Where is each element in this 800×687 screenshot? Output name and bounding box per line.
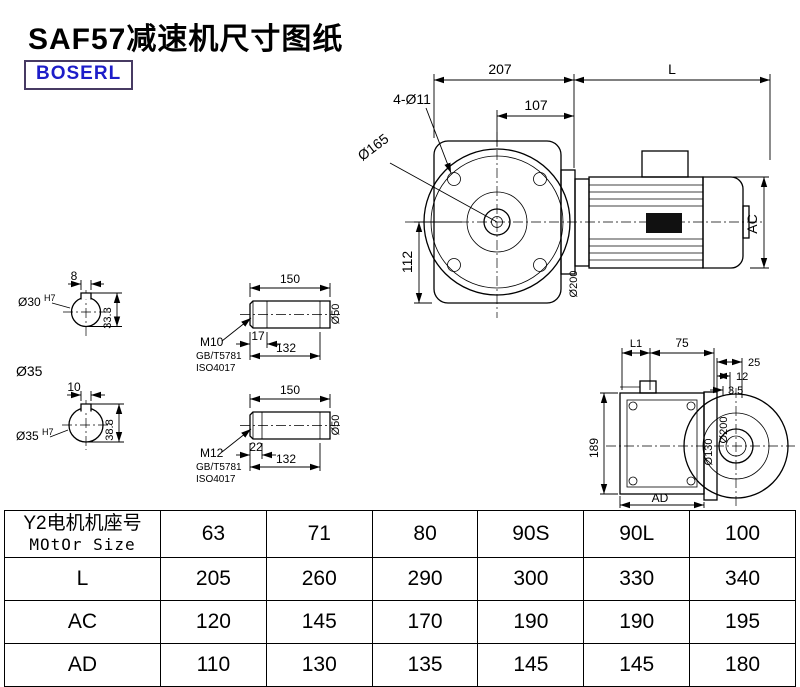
dim-L1: L1 (630, 338, 642, 350)
bore-section-bottom: 10 Ø35 H7 38.8 (16, 380, 124, 450)
table-cell: 180 (689, 643, 796, 687)
dim-3-5: 3.5 (728, 385, 743, 397)
bore30-label: Ø30 (18, 295, 41, 309)
front-view-dims: 207 L 107 4-Ø11 Ø165 112 AC Ø200 (354, 61, 771, 304)
table-row: L 205 260 290 300 330 340 (4, 557, 796, 601)
motor-nameplate (646, 213, 682, 233)
bore35-tolerance: H7 (42, 427, 54, 437)
header-label-en: MOtOr Size (29, 535, 136, 554)
table-cell: 145 (477, 643, 585, 687)
flange-bolt-hole (533, 172, 547, 186)
table-cell: 90S (477, 510, 585, 558)
side-view-dims: L1 75 25 12 3.5 189 Ø130 Ø200 AD (587, 336, 760, 509)
dia50-top-label: Ø50 (330, 304, 342, 325)
bore35-label: Ø35 (16, 429, 39, 443)
dim-22: 22 (249, 440, 263, 454)
table-cell: 135 (371, 643, 479, 687)
table-cell: 340 (689, 557, 796, 601)
dim-keyway-10: 10 (67, 380, 81, 394)
page-title: SAF57减速机尺寸图纸 (28, 23, 344, 56)
table-cell: 145 (265, 600, 373, 644)
dim-112: 112 (399, 251, 415, 274)
thread-m12-label: M12 (200, 446, 224, 460)
dia200-side-label: Ø200 (718, 417, 730, 444)
dim-33-3: 33.3 (102, 307, 114, 328)
standard-iso-bottom: ISO4017 (196, 474, 236, 485)
table-row: AC 120 145 170 190 190 195 (4, 600, 796, 644)
dim-keyway-8: 8 (71, 269, 78, 283)
table-cell: 190 (477, 600, 585, 644)
dim-75: 75 (675, 336, 689, 350)
dim-150-bottom: 150 (280, 383, 300, 397)
dim-17: 17 (251, 329, 265, 343)
thread-m10-label: M10 (200, 335, 224, 349)
row-label-AC: AC (4, 600, 161, 644)
standard-gb-top: GB/T5781 (196, 351, 242, 362)
table-cell: 80 (371, 510, 479, 558)
dim-12: 12 (736, 371, 748, 383)
flange-od-label: Ø200 (568, 271, 580, 298)
dim-AC: AC (744, 214, 760, 233)
table-cell: 63 (160, 510, 267, 558)
motor-size-table: Y2电机机座号 MOtOr Size 63 71 80 90S 90L 100 … (4, 510, 796, 687)
fan-cowl (702, 176, 744, 269)
dia50-bottom-label: Ø50 (330, 415, 342, 436)
header-label-cell: Y2电机机座号 MOtOr Size (4, 510, 161, 558)
table-header-row: Y2电机机座号 MOtOr Size 63 71 80 90S 90L 100 (4, 510, 796, 558)
row-label-AD: AD (4, 643, 161, 687)
vent-plug (639, 380, 657, 394)
dia130-label: Ø130 (703, 439, 715, 466)
dim-38-8: 38.8 (104, 419, 116, 440)
table-cell: 120 (160, 600, 267, 644)
brand-logo: BOSERL (36, 63, 122, 84)
dim-207: 207 (488, 61, 512, 77)
dim-AD: AD (652, 491, 669, 505)
table-cell: 110 (160, 643, 267, 687)
dim-150-top: 150 (280, 272, 300, 286)
shaft-dia35-label: Ø35 (16, 363, 43, 379)
side-view (606, 380, 795, 506)
table-cell: 100 (689, 510, 796, 558)
bore-section-top: 8 Ø30 H7 33.3 (18, 269, 122, 336)
holes-label: 4-Ø11 (393, 91, 431, 107)
table-cell: 190 (583, 600, 691, 644)
table-cell: 71 (265, 510, 373, 558)
table-cell: 205 (160, 557, 267, 601)
shaft-detail-bottom: 150 22 132 M12 GB/T5781 ISO4017 Ø50 (196, 383, 342, 485)
standard-gb-bottom: GB/T5781 (196, 462, 242, 473)
dim-132-top: 132 (276, 341, 296, 355)
table-row: AD 110 130 135 145 145 180 (4, 643, 796, 687)
flange-bolt-hole (447, 258, 461, 272)
shaft-detail-top: 150 17 132 M10 GB/T5781 ISO4017 Ø50 (196, 272, 342, 374)
standard-iso-top: ISO4017 (196, 363, 236, 374)
table-cell: 170 (371, 600, 479, 644)
dim-189: 189 (587, 438, 601, 458)
table-cell: 300 (477, 557, 585, 601)
bore30-tolerance: H7 (44, 293, 56, 303)
logo-box: BOSERL (24, 60, 134, 90)
row-label-L: L (4, 557, 161, 601)
table-cell: 145 (583, 643, 691, 687)
terminal-box (641, 150, 689, 178)
header-label-cn: Y2电机机座号 (23, 513, 142, 534)
table-cell: 195 (689, 600, 796, 644)
dim-132-bottom: 132 (276, 452, 296, 466)
table-cell: 330 (583, 557, 691, 601)
front-view (405, 132, 762, 318)
table-cell: 90L (583, 510, 691, 558)
table-cell: 260 (265, 557, 373, 601)
dim-25: 25 (748, 357, 760, 369)
table-cell: 130 (265, 643, 373, 687)
table-cell: 290 (371, 557, 479, 601)
flange-dia-label: Ø165 (354, 130, 391, 164)
output-flange-plate (703, 391, 718, 501)
dim-107: 107 (524, 97, 548, 113)
flange-bolt-hole (447, 172, 461, 186)
dim-L: L (668, 61, 676, 77)
flange-bolt-hole (533, 258, 547, 272)
